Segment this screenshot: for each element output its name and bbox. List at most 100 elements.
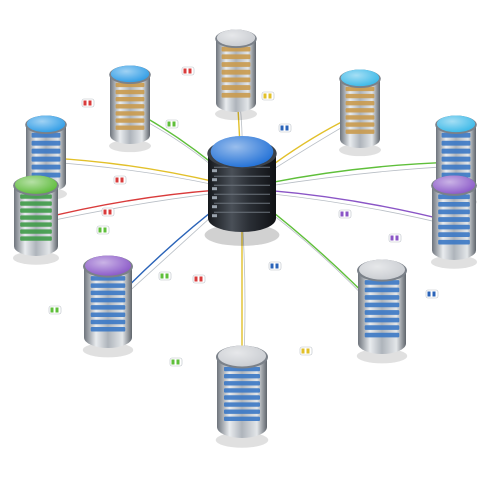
tag-mark <box>165 273 169 279</box>
server-shadow <box>430 255 478 269</box>
connection-tag <box>261 91 275 101</box>
tag-mark <box>345 211 349 217</box>
server-band <box>345 86 375 92</box>
hub-port <box>212 205 217 209</box>
server-shadow <box>215 107 257 121</box>
tag-mark <box>50 307 54 313</box>
server-band <box>345 100 375 106</box>
connection-line <box>267 189 455 223</box>
tag-mark <box>194 276 198 282</box>
server-band <box>90 276 126 281</box>
connection-tag <box>278 123 292 133</box>
server-shadow <box>339 143 381 157</box>
connection-tag <box>101 207 115 217</box>
server-band <box>345 108 375 113</box>
connection-tag <box>299 346 313 356</box>
server-node-lower-left <box>82 255 134 358</box>
connection-tag <box>113 175 127 185</box>
tag-mark <box>285 125 289 131</box>
server-cap-shine <box>14 175 58 194</box>
tag-mark <box>183 68 187 74</box>
tag-mark <box>270 263 274 269</box>
tag-mark <box>199 276 203 282</box>
server-band <box>90 326 126 332</box>
server-band <box>90 297 126 303</box>
connection-tag <box>158 271 172 281</box>
server-band <box>441 148 471 154</box>
server-cap-shine <box>216 29 256 47</box>
hub-base <box>208 204 276 232</box>
server-base <box>340 130 380 148</box>
server-band <box>364 317 400 323</box>
hub-port <box>212 196 217 200</box>
connection-tag <box>48 305 62 315</box>
server-band <box>438 194 470 200</box>
tag-mark <box>88 100 92 106</box>
tag-mark <box>167 121 171 127</box>
tag-mark <box>395 235 399 241</box>
server-band <box>345 115 375 120</box>
server-band <box>31 156 61 162</box>
server-band <box>20 208 52 213</box>
server-band <box>90 305 126 310</box>
hub-cap-shine <box>210 135 274 168</box>
connection-line <box>267 192 455 227</box>
server-band <box>364 325 400 330</box>
tag-mark <box>188 68 192 74</box>
server-band <box>438 217 470 222</box>
tag-mark <box>83 100 87 106</box>
server-cap-shine <box>26 115 66 133</box>
server-band <box>221 85 251 90</box>
server-band <box>364 302 400 308</box>
connection-line <box>35 192 218 225</box>
server-band <box>115 104 145 109</box>
server-base <box>432 240 476 260</box>
connection-tags <box>48 66 439 367</box>
tag-mark <box>115 177 119 183</box>
server-base <box>14 236 58 256</box>
server-cap-shine <box>84 255 132 276</box>
tag-mark <box>108 209 112 215</box>
server-band <box>31 164 61 170</box>
server-cap-shine <box>218 345 266 367</box>
tag-mark <box>160 273 164 279</box>
server-band <box>90 290 126 296</box>
tag-mark <box>263 93 267 99</box>
tag-mark <box>268 93 272 99</box>
server-node-right-purple <box>430 175 478 269</box>
connection-tag <box>268 261 282 271</box>
server-band <box>115 82 145 88</box>
server-band <box>31 140 61 146</box>
server-band <box>224 402 260 407</box>
server-band <box>90 312 126 317</box>
server-band <box>224 388 260 393</box>
server-band <box>115 89 145 95</box>
server-cap-shine <box>340 69 380 87</box>
server-band <box>20 236 52 241</box>
server-band <box>221 62 251 67</box>
connection-line <box>267 165 457 187</box>
connection-tag <box>425 289 439 299</box>
server-band <box>115 111 145 116</box>
connection-tag <box>388 233 402 243</box>
tag-mark <box>390 235 394 241</box>
connection-tag <box>81 98 95 108</box>
tag-mark <box>301 348 305 354</box>
tag-mark <box>427 291 431 297</box>
server-band <box>20 194 52 199</box>
tag-mark <box>120 177 124 183</box>
server-band <box>364 310 400 315</box>
server-band <box>20 201 52 206</box>
tag-mark <box>98 227 102 233</box>
server-base <box>84 326 132 348</box>
server-band <box>224 366 260 372</box>
server-band <box>20 229 52 234</box>
server-node-upper-right <box>339 69 381 157</box>
hub-port <box>212 214 217 218</box>
server-shadow <box>12 251 60 265</box>
connection-line <box>267 161 457 184</box>
server-band <box>438 209 470 215</box>
connection-tag <box>181 66 195 76</box>
hub-port <box>212 169 217 173</box>
connection-tag <box>96 225 110 235</box>
